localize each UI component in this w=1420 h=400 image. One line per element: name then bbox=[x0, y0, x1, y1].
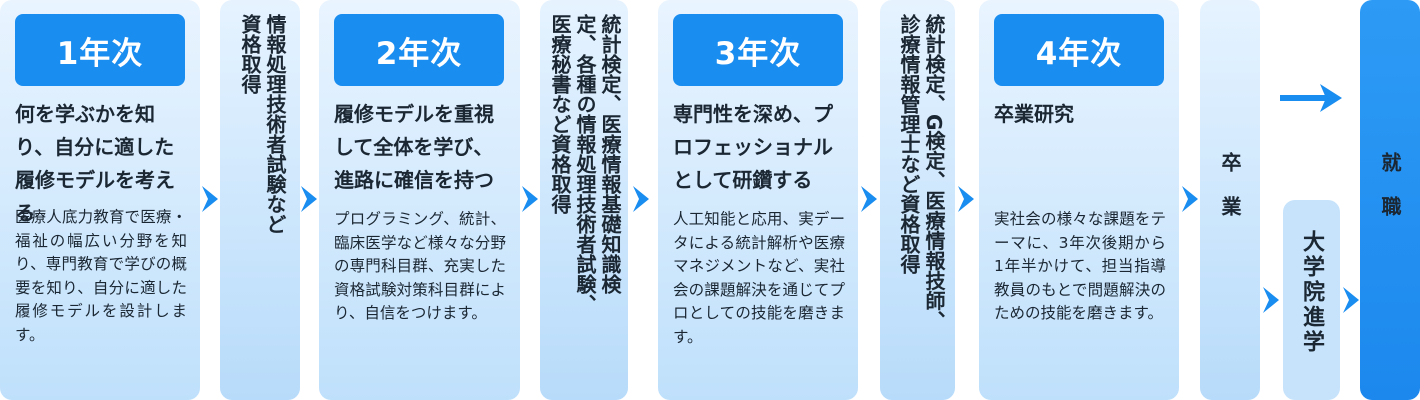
grad-school-panel: 大学院進学 bbox=[1283, 200, 1340, 400]
year3-description: 人工知能と応用、実データによる統計解析や医療マネジメントなど、実社会の課題解決を… bbox=[673, 210, 845, 346]
year4-panel: 4年次 卒業研究 実社会の様々な課題をテーマに、3年次後期から1年半かけて、担当… bbox=[979, 0, 1179, 400]
year4-heading: 卒業研究 bbox=[994, 102, 1074, 126]
year1-panel: 1年次 何を学ぶかを知り、自分に適した履修モデルを考える 医療人底力教育で医療・… bbox=[0, 0, 200, 400]
year3-badge: 3年次 bbox=[673, 14, 843, 86]
grad-school-label: 大学院進学 bbox=[1299, 230, 1324, 355]
chevron-right-icon bbox=[522, 186, 538, 212]
cert3-text: 統計検定、G検定、医療情報技師、 診療情報管理士など資格取得 bbox=[897, 14, 946, 331]
chevron-right-icon bbox=[1263, 287, 1279, 313]
year4-description: 実社会の様々な課題をテーマに、3年次後期から1年半かけて、担当指導教員のもとで問… bbox=[994, 210, 1166, 322]
chevron-right-icon bbox=[861, 186, 877, 212]
employment-label: 就職 bbox=[1378, 152, 1402, 240]
chevron-right-icon bbox=[1343, 287, 1359, 313]
chevron-right-icon bbox=[958, 186, 974, 212]
cert3-panel: 統計検定、G検定、医療情報技師、 診療情報管理士など資格取得 bbox=[880, 0, 955, 400]
graduation-panel: 卒業 bbox=[1200, 0, 1260, 400]
year3-heading: 専門性を深め、プロフェッショナルとして研鑽する bbox=[673, 102, 833, 192]
employment-panel: 就職 bbox=[1360, 0, 1420, 400]
chevron-right-icon bbox=[301, 186, 317, 212]
chevron-right-icon bbox=[633, 186, 649, 212]
chevron-right-icon bbox=[1182, 186, 1198, 212]
year1-description: 医療人底力教育で医療・福祉の幅広い分野を知り、専門教育で学びの概要を知り、自分に… bbox=[15, 208, 187, 344]
year2-badge: 2年次 bbox=[334, 14, 504, 86]
chevron-right-icon bbox=[202, 186, 218, 212]
cert2-panel: 統計検定、医療情報基礎知識検 定、各種の情報処理技術者試験、 医療秘書など資格取… bbox=[540, 0, 628, 400]
cert1-text: 情報処理技術者試験など 資格取得 bbox=[238, 14, 287, 234]
year1-heading: 何を学ぶかを知り、自分に適した履修モデルを考える bbox=[15, 102, 175, 225]
cert1-panel: 情報処理技術者試験など 資格取得 bbox=[220, 0, 300, 400]
year2-panel: 2年次 履修モデルを重視して全体を学び、進路に確信を持つ プログラミング、統計、… bbox=[319, 0, 520, 400]
arrow-right-icon bbox=[1280, 84, 1342, 112]
year2-heading: 履修モデルを重視して全体を学び、進路に確信を持つ bbox=[334, 102, 494, 192]
year1-badge: 1年次 bbox=[15, 14, 185, 86]
year2-description: プログラミング、統計、臨床医学など様々な分野の専門科目群、充実した資格試験対策科… bbox=[334, 210, 506, 322]
year3-panel: 3年次 専門性を深め、プロフェッショナルとして研鑽する 人工知能と応用、実データ… bbox=[658, 0, 858, 400]
year4-badge: 4年次 bbox=[994, 14, 1164, 86]
graduation-label: 卒業 bbox=[1218, 152, 1242, 240]
cert2-text: 統計検定、医療情報基礎知識検 定、各種の情報処理技術者試験、 医療秘書など資格取… bbox=[548, 14, 622, 314]
